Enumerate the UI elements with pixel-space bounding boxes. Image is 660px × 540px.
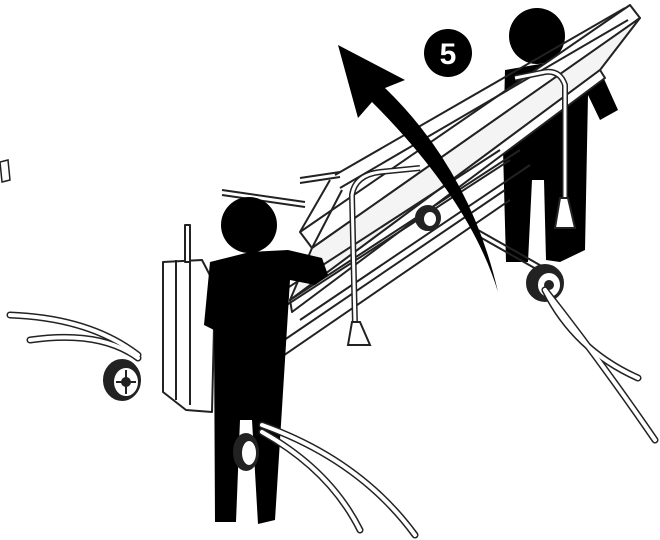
step-number: 5 [440, 38, 457, 71]
leg-tubes-front [262, 425, 415, 535]
leg-tubes-front-inner [262, 425, 415, 535]
wheel-front-icon [234, 434, 258, 470]
wheel-back-icon [416, 206, 440, 230]
step-number-badge: 5 [424, 29, 472, 77]
leg-tubes-right-inner [545, 290, 655, 440]
hardware-bracket-icon [0, 160, 10, 182]
wheel-left-icon [104, 360, 140, 400]
